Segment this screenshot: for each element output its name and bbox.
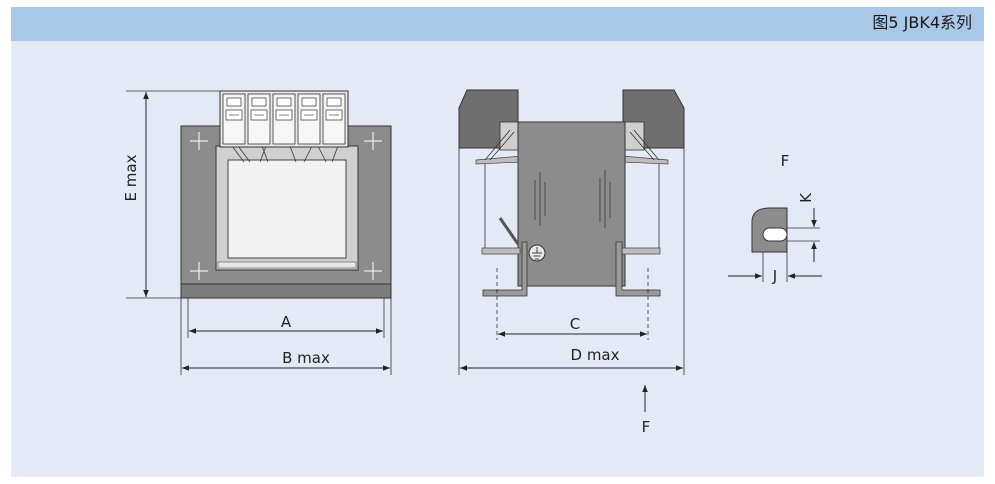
front-coil-window (227, 159, 347, 259)
label-f-bottom: F (642, 418, 651, 436)
terminal-block (219, 90, 349, 148)
label-e-max: E max (122, 154, 140, 201)
slot-hole (762, 227, 788, 242)
label-c: C (570, 315, 580, 333)
label-b-max: B max (282, 349, 330, 367)
label-j: J (772, 267, 777, 285)
foot-right (615, 241, 661, 297)
side-core-hatching (534, 170, 611, 228)
figure-panel: 图5 JBK4系列 (11, 7, 984, 477)
side-core (517, 121, 626, 287)
label-a: A (281, 313, 292, 331)
front-bobbin-flange (217, 261, 357, 269)
label-d-max: D max (571, 346, 620, 364)
figure-caption: 图5 JBK4系列 (872, 13, 972, 32)
front-base-strip (180, 283, 392, 299)
front-mount-marks (190, 132, 382, 280)
foot-left (482, 241, 528, 297)
front-view: E max A B max (122, 90, 392, 375)
front-wires (231, 145, 339, 163)
side-view: C D max F (458, 89, 685, 436)
label-k: K (797, 192, 815, 203)
detail-f: F K J (728, 152, 822, 285)
header-bar: 图5 JBK4系列 (11, 7, 984, 41)
label-f-top: F (781, 152, 790, 170)
